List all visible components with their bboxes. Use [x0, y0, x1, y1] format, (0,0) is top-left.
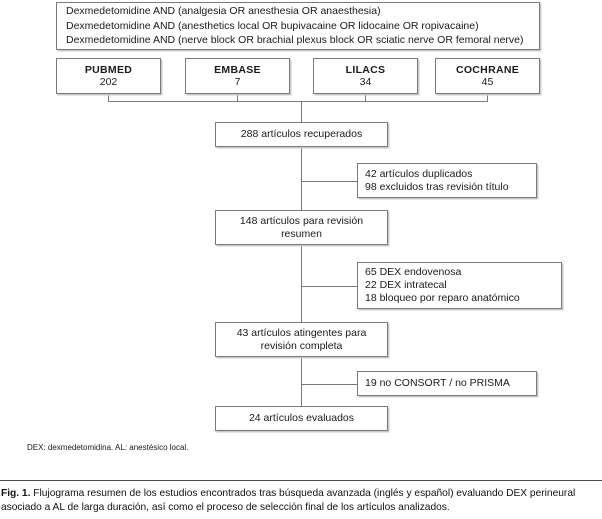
exclusion-stage2-line-3: 18 bloqueo por reparo anatómico [365, 292, 520, 304]
query-line-1: Dexmedetomidine AND (analgesia OR anesth… [66, 5, 381, 18]
database-name-cochrane: COCHRANE [455, 63, 520, 76]
connector-spine-2 [301, 244, 302, 323]
exclusion-stage2-line-2: 22 DEX intratecal [365, 279, 447, 291]
database-box-pubmed: PUBMED 202 [56, 58, 161, 94]
connector-branch-excl3 [301, 384, 358, 385]
connector-spine-3 [301, 356, 302, 407]
exclusion-box-stage1: 42 artículos duplicados 98 excluidos tra… [357, 163, 537, 198]
connector-pubmed-stub [108, 93, 109, 102]
flow-box-retrieved: 288 artículos recuperados [215, 122, 388, 147]
search-query-box: Dexmedetomidine AND (analgesia OR anesth… [56, 2, 540, 50]
database-count-cochrane: 45 [481, 76, 494, 88]
flow-box-abstract-review: 148 artículos para revisión resumen [215, 210, 388, 245]
database-name-embase: EMBASE [214, 63, 261, 76]
flow-fulltext-line-2: revisión completa [260, 339, 343, 352]
exclusion-box-stage2: 65 DEX endovenosa 22 DEX intratecal 18 b… [357, 262, 562, 309]
connector-spine-1 [301, 146, 302, 211]
caption-divider-rule [0, 480, 602, 481]
database-count-pubmed: 202 [99, 76, 118, 88]
database-box-lilacs: LILACS 34 [313, 58, 418, 94]
exclusion-box-stage3: 19 no CONSORT / no PRISMA [357, 371, 537, 396]
exclusion-stage1-line-1: 42 artículos duplicados [365, 167, 473, 180]
exclusion-stage1-line-2: 98 excluidos tras revisión título [365, 180, 509, 193]
flow-evaluated-line-1: 24 artículos evaluados [248, 412, 355, 424]
figure-caption-text: Flujograma resumen de los estudios encon… [1, 488, 576, 513]
flow-abstract-line-1: 148 artículos para revisión [239, 214, 364, 227]
database-box-cochrane: COCHRANE 45 [435, 58, 540, 94]
query-line-3: Dexmedetomidine AND (nerve block OR brac… [66, 34, 524, 47]
flow-fulltext-line-1: 43 artículos atingentes para [236, 326, 367, 339]
connector-cochrane-stub [487, 93, 488, 102]
exclusion-stage3-line-1: 19 no CONSORT / no PRISMA [365, 377, 510, 389]
flow-retrieved-line-1: 288 artículos recuperados [240, 128, 363, 140]
connector-lilacs-stub [365, 93, 366, 102]
figure-number-label: Fig. 1. [1, 488, 31, 499]
flow-box-fulltext-review: 43 artículos atingentes para revisión co… [215, 322, 388, 357]
database-count-embase: 7 [234, 76, 241, 88]
figure-caption: Fig. 1. Flujograma resumen de los estudi… [1, 487, 601, 515]
connector-database-bus [108, 101, 488, 102]
database-name-lilacs: LILACS [345, 63, 386, 76]
connector-branch-excl1 [301, 181, 358, 182]
exclusion-stage2-line-1: 65 DEX endovenosa [365, 266, 462, 278]
connector-branch-excl2 [301, 286, 358, 287]
flow-box-evaluated: 24 artículos evaluados [215, 406, 388, 431]
flow-abstract-line-2: resumen [281, 227, 322, 240]
database-count-lilacs: 34 [359, 76, 372, 88]
connector-bus-to-retrieved [301, 101, 302, 123]
query-line-2: Dexmedetomidine AND (anesthetics local O… [66, 19, 479, 32]
abbreviation-footnote: DEX: dexmedetomidina. AL: anestésico loc… [27, 443, 189, 452]
database-name-pubmed: PUBMED [84, 63, 133, 76]
connector-embase-stub [237, 93, 238, 102]
database-box-embase: EMBASE 7 [185, 58, 290, 94]
